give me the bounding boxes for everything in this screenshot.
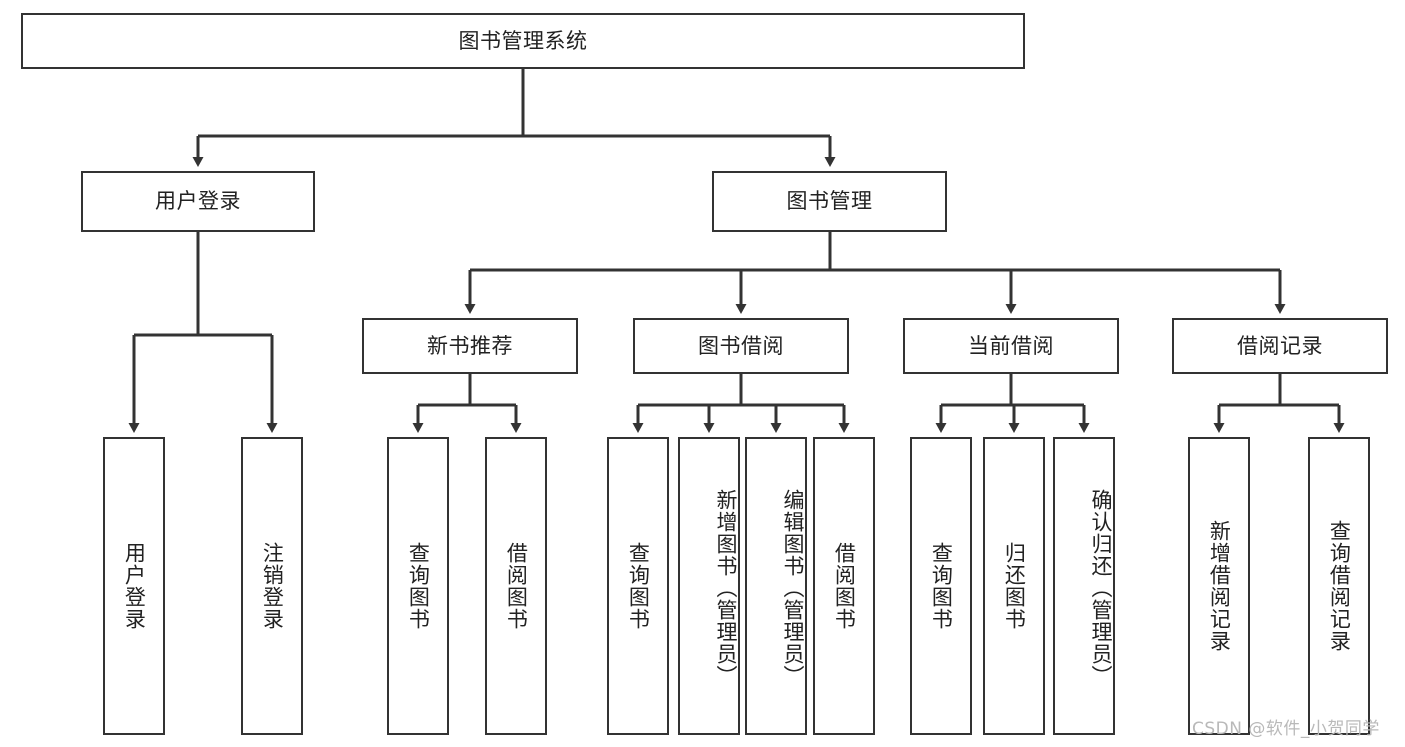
leaf-edit-book-admin[interactable]: 编辑图书（管理员） bbox=[745, 437, 807, 735]
csdn-watermark: CSDN @软件_小贺同学 bbox=[1192, 719, 1380, 739]
leaf-add-borrow-record[interactable]: 新增借阅记录 bbox=[1188, 437, 1250, 735]
node-borrow-record[interactable]: 借阅记录 bbox=[1172, 318, 1388, 374]
node-root[interactable]: 图书管理系统 bbox=[21, 13, 1025, 69]
node-user-login[interactable]: 用户登录 bbox=[81, 171, 315, 232]
leaf-query-book-recommend[interactable]: 查询图书 bbox=[387, 437, 449, 735]
leaf-borrow-book[interactable]: 借阅图书 bbox=[813, 437, 875, 735]
node-book-management[interactable]: 图书管理 bbox=[712, 171, 947, 232]
node-new-book-recommend[interactable]: 新书推荐 bbox=[362, 318, 578, 374]
leaf-borrow-book-recommend[interactable]: 借阅图书 bbox=[485, 437, 547, 735]
leaf-query-book-current[interactable]: 查询图书 bbox=[910, 437, 972, 735]
node-current-borrow[interactable]: 当前借阅 bbox=[903, 318, 1119, 374]
leaf-logout[interactable]: 注销登录 bbox=[241, 437, 303, 735]
leaf-return-book[interactable]: 归还图书 bbox=[983, 437, 1045, 735]
leaf-query-borrow-record[interactable]: 查询借阅记录 bbox=[1308, 437, 1370, 735]
leaf-add-book-admin[interactable]: 新增图书（管理员） bbox=[678, 437, 740, 735]
node-book-borrow[interactable]: 图书借阅 bbox=[633, 318, 849, 374]
leaf-user-login[interactable]: 用户登录 bbox=[103, 437, 165, 735]
leaf-confirm-return-admin[interactable]: 确认归还（管理员） bbox=[1053, 437, 1115, 735]
leaf-query-book-borrow[interactable]: 查询图书 bbox=[607, 437, 669, 735]
